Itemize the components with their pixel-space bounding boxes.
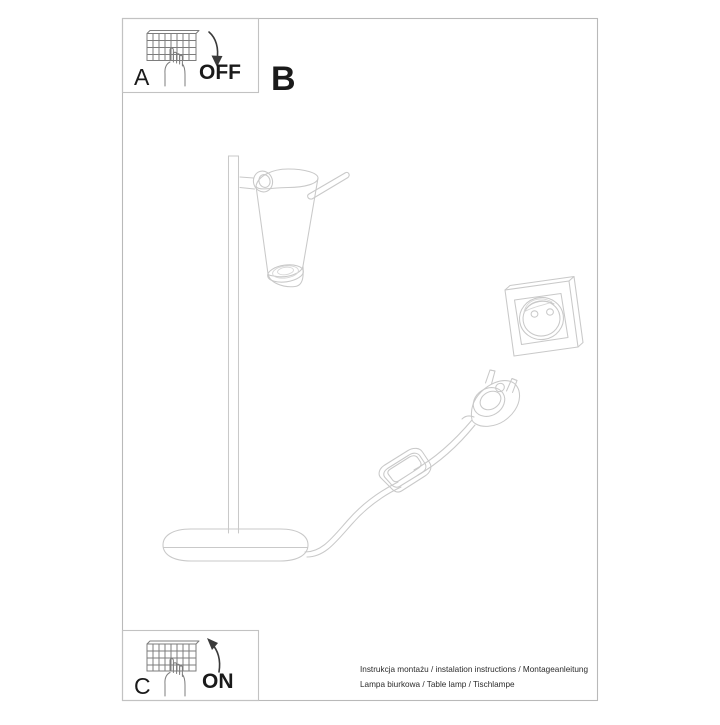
step-c-state-label: ON bbox=[202, 670, 234, 693]
power-plug bbox=[461, 369, 521, 427]
hand-pointing-icon bbox=[164, 47, 186, 87]
step-a-state-label: OFF bbox=[199, 61, 241, 84]
step-panel-a: A OFF bbox=[121, 17, 260, 94]
step-panel-c: C ON bbox=[121, 629, 260, 702]
power-cable bbox=[304, 419, 476, 558]
inline-rocker-switch[interactable] bbox=[378, 447, 432, 493]
step-b-label: B bbox=[271, 60, 296, 98]
lamp-head bbox=[239, 168, 350, 288]
lamp-base bbox=[162, 528, 309, 562]
step-a-box bbox=[121, 17, 260, 94]
lamp-head-joint bbox=[239, 170, 274, 193]
footer-text-block: Instrukcja montażu / instalation instruc… bbox=[360, 665, 588, 689]
lamp-pole bbox=[227, 155, 240, 534]
hand-pointing-icon bbox=[164, 658, 186, 697]
lamp-head-handle-rod bbox=[307, 171, 350, 200]
curved-arrow-down-icon bbox=[208, 31, 223, 67]
table-lamp-illustration bbox=[162, 155, 584, 562]
step-c-label: C bbox=[134, 673, 151, 699]
step-c-box bbox=[121, 629, 260, 702]
page-frame bbox=[121, 17, 599, 702]
curved-arrow-up-icon bbox=[207, 638, 221, 673]
footer-line-2: Lampa biurkowa / Table lamp / Tischlampe bbox=[360, 680, 515, 689]
plug-pins bbox=[484, 369, 518, 394]
fuse-box-hand-icon bbox=[146, 30, 200, 87]
wall-socket bbox=[504, 275, 584, 357]
fuse-box-hand-icon bbox=[146, 640, 200, 697]
step-a-label: A bbox=[134, 64, 150, 90]
footer-line-1: Instrukcja montażu / instalation instruc… bbox=[360, 665, 588, 674]
